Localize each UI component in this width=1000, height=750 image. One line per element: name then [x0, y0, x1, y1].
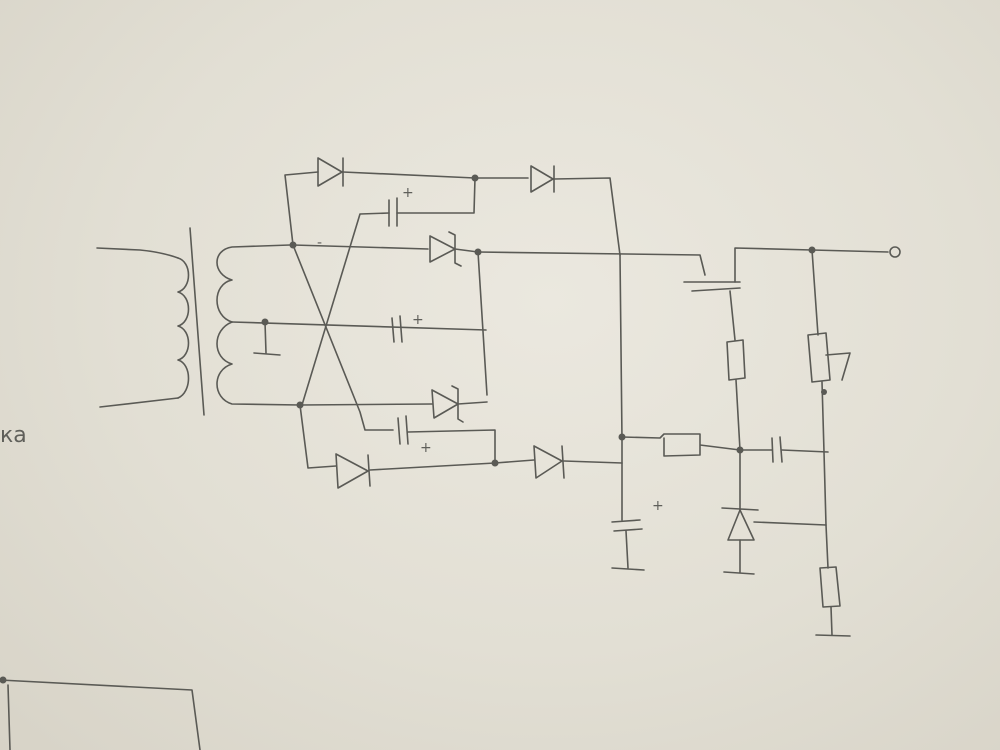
primary-winding	[177, 257, 190, 399]
polarity-minus: -	[317, 235, 322, 251]
wire-emitter	[729, 290, 736, 341]
cross-wire-down	[292, 244, 394, 431]
node-fragment	[0, 676, 7, 684]
resistor-bottom	[819, 566, 841, 608]
node-pot-bottom	[821, 389, 827, 395]
cap2-plus: +	[412, 312, 424, 328]
wire-bottom-left	[299, 404, 337, 469]
transformer-core	[189, 227, 205, 416]
node-bottom-mid	[491, 459, 499, 467]
resistor-series	[621, 433, 741, 457]
output-stage: + o	[611, 246, 901, 637]
primary-lead-top	[96, 247, 179, 259]
capacitor-2	[391, 315, 403, 343]
capacitor-1	[388, 197, 398, 227]
zener-output	[721, 507, 759, 541]
transformer: -	[96, 227, 487, 416]
diode-top-right	[530, 165, 555, 193]
secondary-winding-top	[216, 244, 291, 323]
center-cap: +	[391, 312, 424, 343]
potentiometer	[807, 332, 851, 383]
secondary-winding-bottom	[216, 321, 301, 406]
capacitor-3	[397, 415, 409, 445]
vertical-rail	[619, 254, 623, 521]
cap3-plus: +	[420, 440, 432, 456]
diode-bottom-left	[335, 453, 371, 489]
bottom-fragment	[0, 676, 201, 750]
upper-branch: +	[284, 157, 706, 406]
primary-lead-bottom	[99, 397, 179, 408]
capacitor-5	[771, 436, 783, 463]
ground-symbol-center	[253, 321, 281, 356]
capacitor-4	[611, 519, 643, 532]
margin-text: ка	[0, 423, 27, 448]
cap1-plus: +	[402, 185, 414, 201]
diode-top-left	[317, 157, 344, 187]
diode-bottom-right	[533, 445, 565, 479]
wire-top-left	[284, 171, 319, 246]
resistor-1	[726, 339, 746, 381]
output-terminal-circle	[889, 246, 901, 258]
wire-cap1	[396, 177, 476, 214]
cap4-plus: +	[652, 498, 664, 514]
center-tap-line	[231, 321, 487, 331]
wire-pot	[811, 249, 819, 336]
main-bus-top	[477, 251, 706, 276]
transistor-bar	[683, 281, 741, 292]
lower-branch: +	[292, 244, 623, 489]
wire-zener-top	[292, 244, 429, 250]
